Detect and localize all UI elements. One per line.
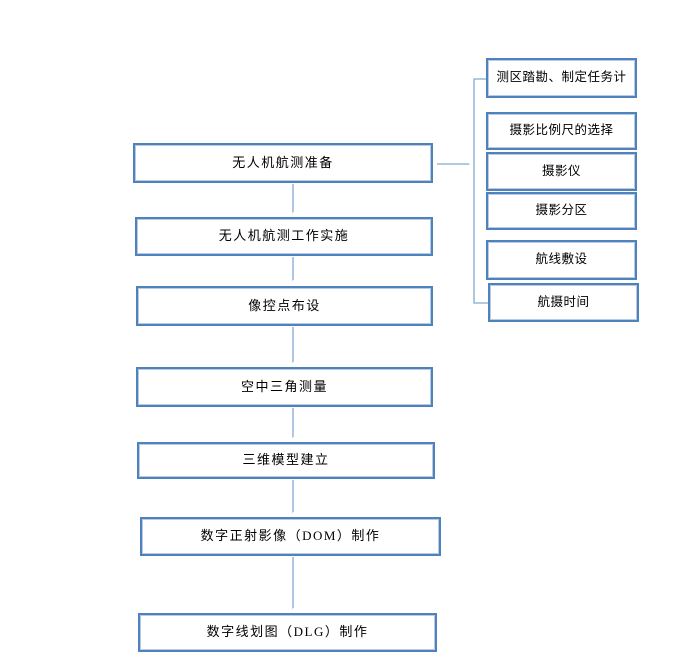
node-label: 测区踏勘、制定任务计 xyxy=(496,70,627,85)
node-3d-model-establishment: 三维模型建立 xyxy=(137,442,435,479)
branch-aerial-photo-time: 航摄时间 xyxy=(488,283,639,322)
node-uav-survey-implementation: 无人机航测工作实施 xyxy=(135,217,433,256)
node-dlg-production: 数字线划图（DLG）制作 xyxy=(138,613,437,652)
node-aerial-triangulation: 空中三角测量 xyxy=(136,367,433,407)
node-label: 摄影仪 xyxy=(541,163,581,178)
node-dom-production: 数字正射影像（DOM）制作 xyxy=(140,517,441,556)
node-label: 空中三角测量 xyxy=(240,378,328,394)
node-label: 航线敷设 xyxy=(535,252,588,267)
branch-flight-line-layout: 航线敷设 xyxy=(486,240,637,280)
node-label: 无人机航测工作实施 xyxy=(218,228,350,244)
node-uav-survey-preparation: 无人机航测准备 xyxy=(133,143,433,183)
branch-site-survey-task-plan: 测区踏勘、制定任务计 xyxy=(486,58,637,98)
node-label: 摄影分区 xyxy=(535,203,588,218)
node-label: 无人机航测准备 xyxy=(232,154,334,170)
node-label: 航摄时间 xyxy=(537,294,590,309)
node-label: 摄影比例尺的选择 xyxy=(509,123,614,138)
branch-photo-scale-selection: 摄影比例尺的选择 xyxy=(486,112,637,150)
branch-camera: 摄影仪 xyxy=(486,152,637,191)
node-label: 数字正射影像（DOM）制作 xyxy=(200,528,381,544)
node-label: 像控点布设 xyxy=(248,297,321,313)
node-image-control-point-layout: 像控点布设 xyxy=(136,286,433,326)
node-label: 数字线划图（DLG）制作 xyxy=(206,624,369,640)
node-label: 三维模型建立 xyxy=(242,452,330,468)
branch-photo-zoning: 摄影分区 xyxy=(486,192,637,230)
